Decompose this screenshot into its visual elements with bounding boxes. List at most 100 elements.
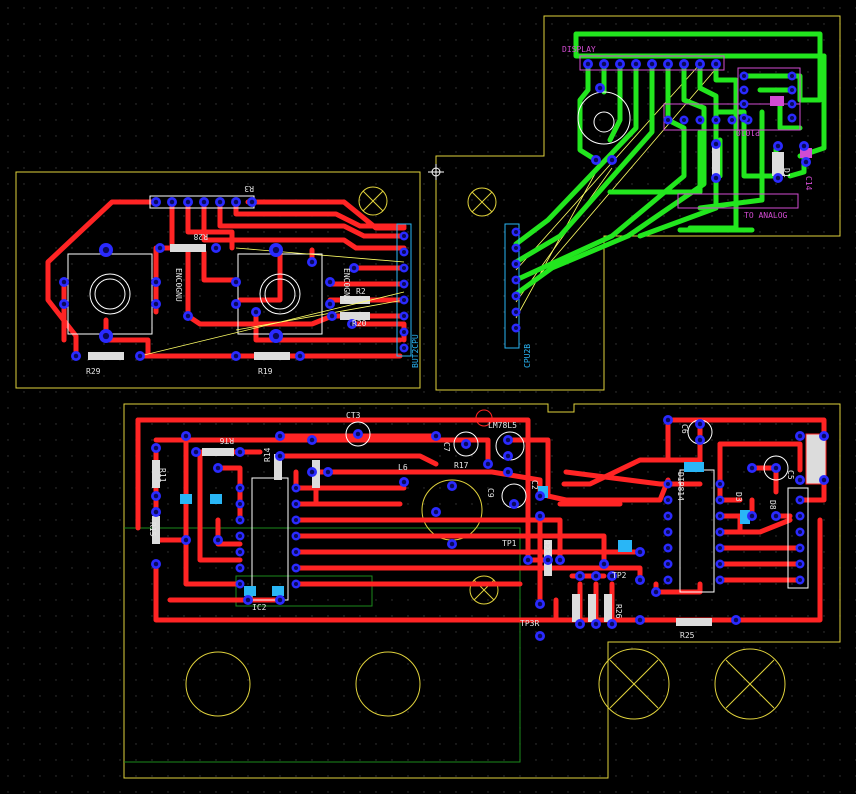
electrolytic-cap <box>453 431 479 457</box>
label-r14: R14 <box>263 447 272 462</box>
pad <box>607 571 617 581</box>
pad <box>325 299 335 309</box>
pad <box>199 197 209 207</box>
pad <box>511 291 521 301</box>
label-c9: C9 <box>486 488 495 498</box>
label-c14: C14 <box>804 176 813 191</box>
label-enc2: ENC0GNU <box>342 268 351 302</box>
pad <box>461 439 471 449</box>
pad <box>535 599 545 609</box>
pad <box>801 157 811 167</box>
pad <box>543 555 553 565</box>
diode-body <box>772 152 784 176</box>
pad <box>447 539 457 549</box>
pad <box>795 475 805 485</box>
pad <box>511 227 521 237</box>
pad <box>431 431 441 441</box>
pad <box>635 575 645 585</box>
pad <box>71 351 81 361</box>
pad <box>787 113 797 123</box>
mounting-holes <box>185 186 786 720</box>
pad <box>651 587 661 597</box>
pad <box>663 115 673 125</box>
pad <box>235 499 245 509</box>
pad <box>535 631 545 641</box>
label-r25: R25 <box>680 631 695 640</box>
pad <box>511 243 521 253</box>
pad <box>795 431 805 441</box>
label-d1: D1 <box>782 168 791 178</box>
pad <box>663 479 673 489</box>
pad <box>151 299 161 309</box>
pad <box>715 543 725 553</box>
pad <box>399 263 409 273</box>
pad <box>215 197 225 207</box>
pad <box>399 311 409 321</box>
label-d3: D3 <box>734 492 743 502</box>
pad <box>151 507 161 517</box>
encoder-knob-left-inner <box>94 278 126 310</box>
pad <box>583 59 593 69</box>
pad <box>727 115 737 125</box>
pad <box>291 515 301 525</box>
label-tp2: TP2 <box>612 571 627 580</box>
pad <box>715 527 725 537</box>
pad <box>591 155 601 165</box>
pad <box>483 459 493 469</box>
resistor-body <box>676 618 712 626</box>
label-cpu2b: CPU2B <box>523 344 532 368</box>
pad <box>399 231 409 241</box>
pad <box>235 515 245 525</box>
label-r15: R15 <box>148 522 157 537</box>
cap-body <box>272 586 284 596</box>
pad <box>447 481 457 491</box>
pad <box>269 329 283 343</box>
pad <box>231 299 241 309</box>
pad <box>291 579 301 589</box>
connector-cpu2b <box>504 223 520 349</box>
display-header <box>579 55 725 71</box>
top-traces-encoder <box>45 199 407 359</box>
pad <box>695 435 705 445</box>
pad <box>695 59 705 69</box>
label-r29: R29 <box>86 367 101 376</box>
resistor-body <box>712 146 720 176</box>
pad <box>511 307 521 317</box>
pad <box>291 483 301 493</box>
ic-main <box>251 477 289 601</box>
pad <box>663 495 673 505</box>
pad <box>235 531 245 541</box>
outline-encoder-board <box>15 171 421 389</box>
pad <box>647 59 657 69</box>
pad <box>235 547 245 557</box>
pad <box>213 535 223 545</box>
label-display: DISPLAY <box>562 45 596 54</box>
pad <box>399 247 409 257</box>
pad <box>167 197 177 207</box>
pad <box>151 277 161 287</box>
label-tp3r: TP3R <box>520 619 539 628</box>
pad <box>795 527 805 537</box>
pad <box>59 277 69 287</box>
pad <box>591 619 601 629</box>
pad <box>183 311 193 321</box>
pad <box>747 511 757 521</box>
pad <box>275 595 285 605</box>
pad <box>773 173 783 183</box>
circle-cross-icon <box>714 648 786 720</box>
pad <box>663 415 673 425</box>
pad <box>615 59 625 69</box>
pad <box>695 419 705 429</box>
pad <box>607 619 617 629</box>
pad <box>213 463 223 473</box>
pad <box>795 495 805 505</box>
pad <box>325 277 335 287</box>
pad <box>771 463 781 473</box>
cap-body <box>800 148 812 158</box>
pad <box>787 99 797 109</box>
pad <box>509 499 519 509</box>
pad <box>773 141 783 151</box>
pad <box>59 299 69 309</box>
resistor-body <box>274 454 282 480</box>
